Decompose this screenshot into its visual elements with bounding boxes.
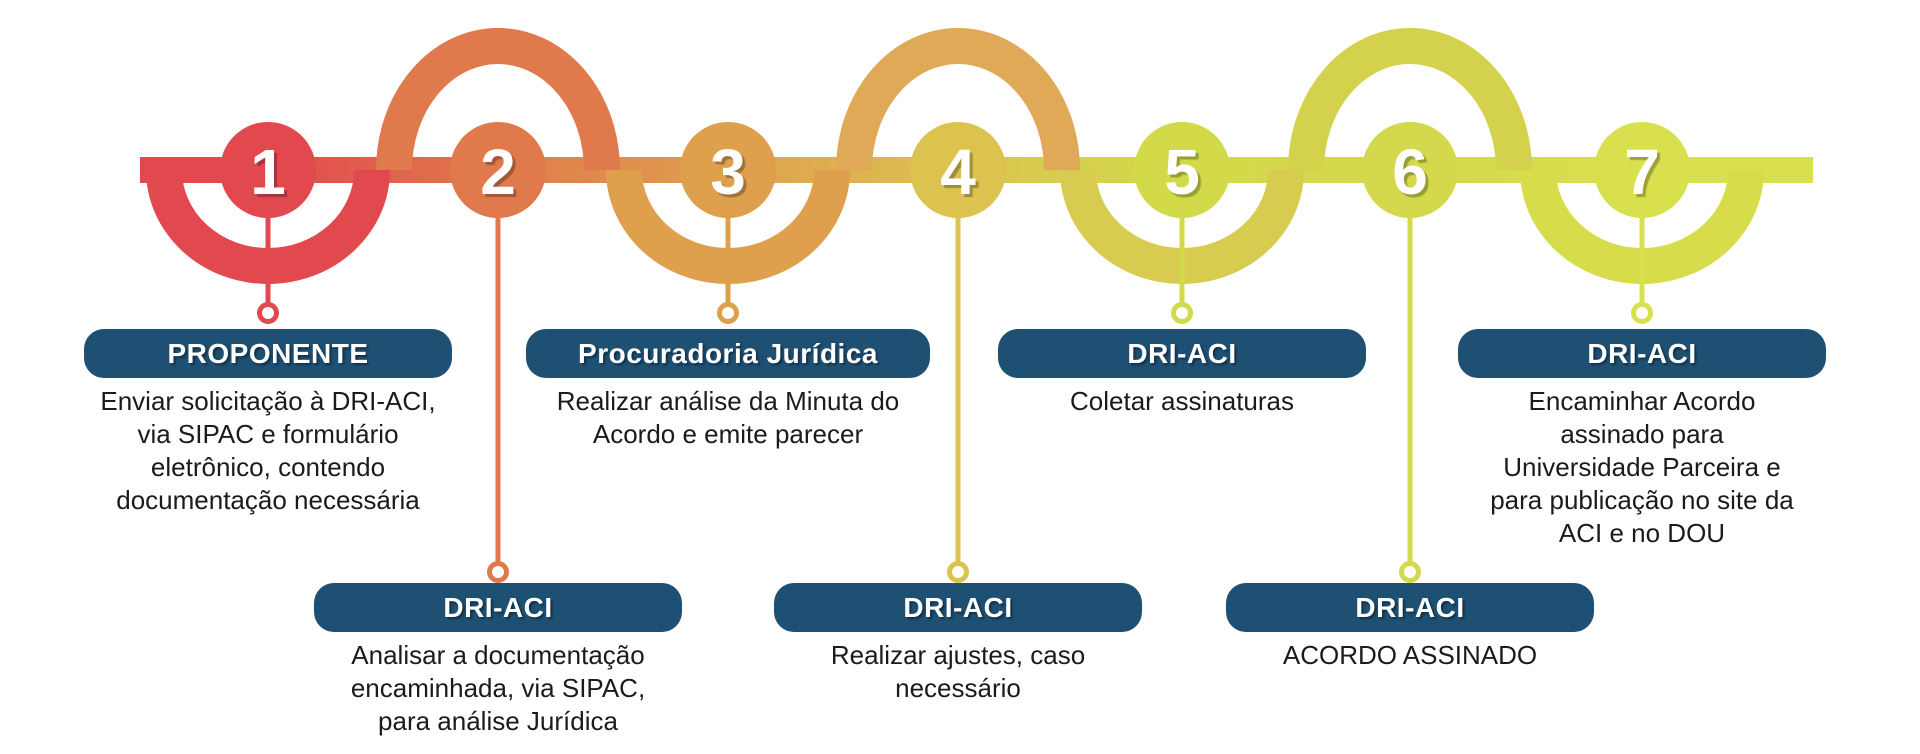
- step-2-description: Analisar a documentação encaminhada, via…: [350, 640, 646, 736]
- step-7-circle: [1594, 122, 1690, 218]
- step-5-circle: [1134, 122, 1230, 218]
- step-5-description: Coletar assinaturas: [1070, 386, 1294, 416]
- step-5-label-block: DRI-ACI Coletar assinaturas: [952, 329, 1412, 418]
- step-2-label-block: DRI-ACI Analisar a documentação encaminh…: [268, 583, 728, 738]
- step-1-badge-label: PROPONENTE: [167, 337, 369, 369]
- step-4-connector-ring: [947, 561, 969, 583]
- step-7-badge: DRI-ACI: [1458, 329, 1826, 378]
- step-3-label-block: Procuradoria Jurídica Realizar análise d…: [498, 329, 958, 451]
- step-7-badge-label: DRI-ACI: [1587, 337, 1697, 369]
- step-5-number: 5: [1164, 136, 1200, 208]
- step-2-arch-arc: [376, 28, 620, 171]
- step-3-badge: Procuradoria Jurídica: [526, 329, 930, 378]
- step-6-arch-arc: [1288, 28, 1532, 171]
- step-4-circle: [910, 122, 1006, 218]
- step-4-badge: DRI-ACI: [774, 583, 1142, 632]
- step-6-number: 6: [1392, 136, 1428, 208]
- step-6-description: ACORDO ASSINADO: [1282, 640, 1538, 670]
- step-4-number: 4: [940, 136, 976, 208]
- step-2-connector-ring: [487, 561, 509, 583]
- step-6-circle: [1362, 122, 1458, 218]
- step-5-connector-ring: [1171, 302, 1193, 324]
- step-6-connector-ring: [1399, 561, 1421, 583]
- step-4-description: Realizar ajustes, caso necessário: [830, 640, 1086, 703]
- step-7-number: 7: [1624, 136, 1660, 208]
- step-3-connector-ring: [717, 302, 739, 324]
- step-3-description: Realizar análise da Minuta do Acordo e e…: [556, 386, 900, 449]
- step-3-badge-label: Procuradoria Jurídica: [578, 337, 878, 369]
- step-2-badge: DRI-ACI: [314, 583, 682, 632]
- step-7-description: Encaminhar Acordo assinado para Universi…: [1490, 386, 1794, 548]
- step-4-label-block: DRI-ACI Realizar ajustes, caso necessári…: [728, 583, 1188, 705]
- step-2-badge-label: DRI-ACI: [443, 591, 553, 623]
- step-3-number: 3: [710, 136, 746, 208]
- step-1-number: 1: [250, 136, 286, 208]
- step-1-description: Enviar solicitação à DRI-ACI, via SIPAC …: [100, 386, 436, 515]
- step-1-connector-ring: [257, 302, 279, 324]
- step-2-number: 2: [480, 136, 516, 208]
- step-7-connector-ring: [1631, 302, 1653, 324]
- step-1-label-block: PROPONENTE Enviar solicitação à DRI-ACI,…: [38, 329, 498, 517]
- step-2-circle: [450, 122, 546, 218]
- step-4-arch-arc: [836, 28, 1080, 171]
- step-5-badge: DRI-ACI: [998, 329, 1366, 378]
- step-6-label-block: DRI-ACI ACORDO ASSINADO: [1180, 583, 1640, 672]
- step-4-badge-label: DRI-ACI: [903, 591, 1013, 623]
- step-7-label-block: DRI-ACI Encaminhar Acordo assinado para …: [1412, 329, 1872, 550]
- step-5-badge-label: DRI-ACI: [1127, 337, 1237, 369]
- step-6-badge-label: DRI-ACI: [1355, 591, 1465, 623]
- step-1-circle: [220, 122, 316, 218]
- step-1-badge: PROPONENTE: [84, 329, 452, 378]
- step-3-circle: [680, 122, 776, 218]
- step-6-badge: DRI-ACI: [1226, 583, 1594, 632]
